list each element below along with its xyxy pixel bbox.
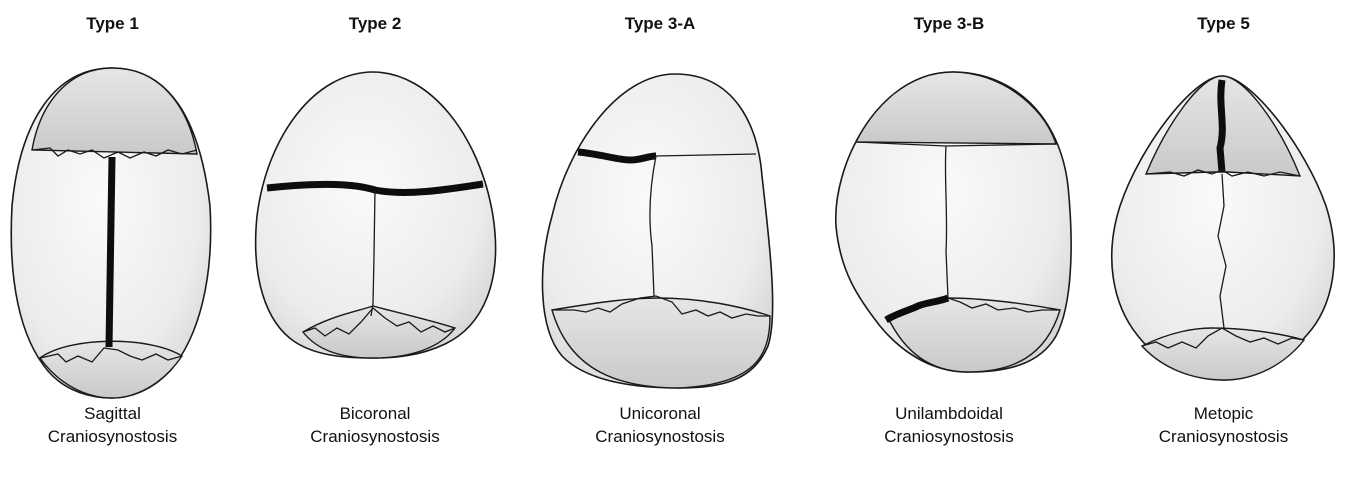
caption: Unicoronal Craniosynostosis — [530, 402, 790, 448]
type-title: Type 1 — [0, 14, 225, 34]
type-title: Type 2 — [245, 14, 505, 34]
type-title: Type 3-B — [818, 14, 1080, 34]
panel-sagittal: Type 1 Sagittal Craniosynostosis — [0, 0, 225, 477]
occipital-bone — [40, 341, 182, 398]
panel-unilambdoidal: Type 3-B Unilambdoidal Craniosynostosis — [818, 0, 1080, 477]
caption-condition: Craniosynostosis — [818, 425, 1080, 448]
caption-condition: Craniosynostosis — [530, 425, 790, 448]
skull-diagram-unilambdoidal — [818, 66, 1080, 402]
caption-condition: Craniosynostosis — [245, 425, 505, 448]
panel-bicoronal: Type 2 Bicoronal Craniosynostosis — [245, 0, 505, 477]
caption-suture: Unilambdoidal — [818, 402, 1080, 425]
caption-suture: Bicoronal — [245, 402, 505, 425]
caption: Bicoronal Craniosynostosis — [245, 402, 505, 448]
skull-diagram-unicoronal — [530, 66, 790, 402]
frontal-bone — [32, 68, 197, 154]
caption: Metopic Craniosynostosis — [1100, 402, 1347, 448]
caption: Unilambdoidal Craniosynostosis — [818, 402, 1080, 448]
caption-suture: Unicoronal — [530, 402, 790, 425]
caption-condition: Craniosynostosis — [0, 425, 225, 448]
caption-suture: Sagittal — [0, 402, 225, 425]
skull-diagram-metopic — [1100, 66, 1347, 402]
caption-suture: Metopic — [1100, 402, 1347, 425]
panel-unicoronal: Type 3-A Unicoronal Craniosynostosis — [530, 0, 790, 477]
occipital-bone — [1142, 328, 1304, 380]
sagittal-suture-fused — [109, 157, 112, 347]
caption-condition: Craniosynostosis — [1100, 425, 1347, 448]
caption: Sagittal Craniosynostosis — [0, 402, 225, 448]
panel-metopic: Type 5 Metopic Craniosynostosis — [1100, 0, 1347, 477]
skull-diagram-bicoronal — [245, 66, 505, 402]
type-title: Type 5 — [1100, 14, 1347, 34]
type-title: Type 3-A — [530, 14, 790, 34]
metopic-suture-fused — [1220, 80, 1222, 172]
frontal-bone — [856, 72, 1056, 144]
skull-diagram-sagittal — [0, 66, 225, 402]
